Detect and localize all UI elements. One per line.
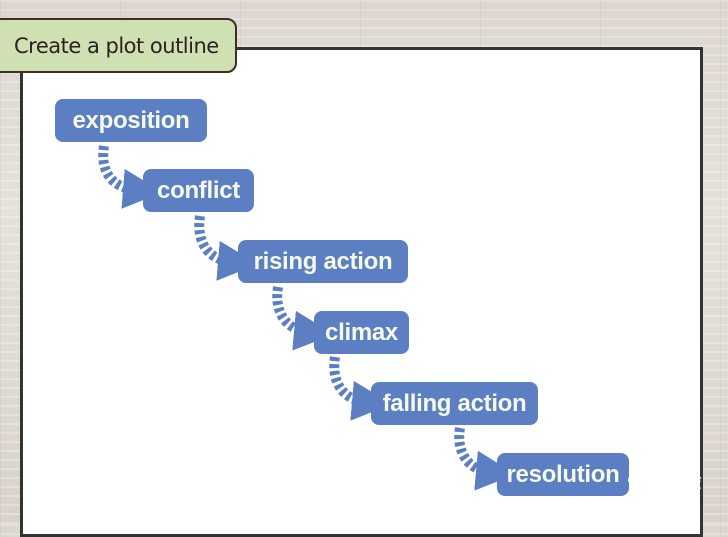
step-label: rising action [253, 247, 393, 275]
step-conflict: conflict [143, 169, 254, 212]
step-label: falling action [382, 389, 527, 417]
step-climax: climax [314, 311, 409, 354]
title-text: Create a plot outline [14, 33, 219, 58]
watermark-text: 经验 [662, 469, 702, 493]
step-falling-action: falling action [371, 382, 538, 425]
step-rising-action: rising action [238, 240, 408, 283]
step-label: resolution [506, 460, 620, 488]
step-label: exposition [72, 106, 190, 134]
step-label: conflict [157, 176, 240, 204]
step-resolution: resolution [497, 453, 629, 496]
title-tag: Create a plot outline [0, 18, 237, 73]
step-exposition: exposition [55, 99, 207, 142]
watermark: 经验 [628, 464, 702, 494]
paw-logo-icon [628, 464, 658, 493]
step-label: climax [325, 318, 398, 346]
